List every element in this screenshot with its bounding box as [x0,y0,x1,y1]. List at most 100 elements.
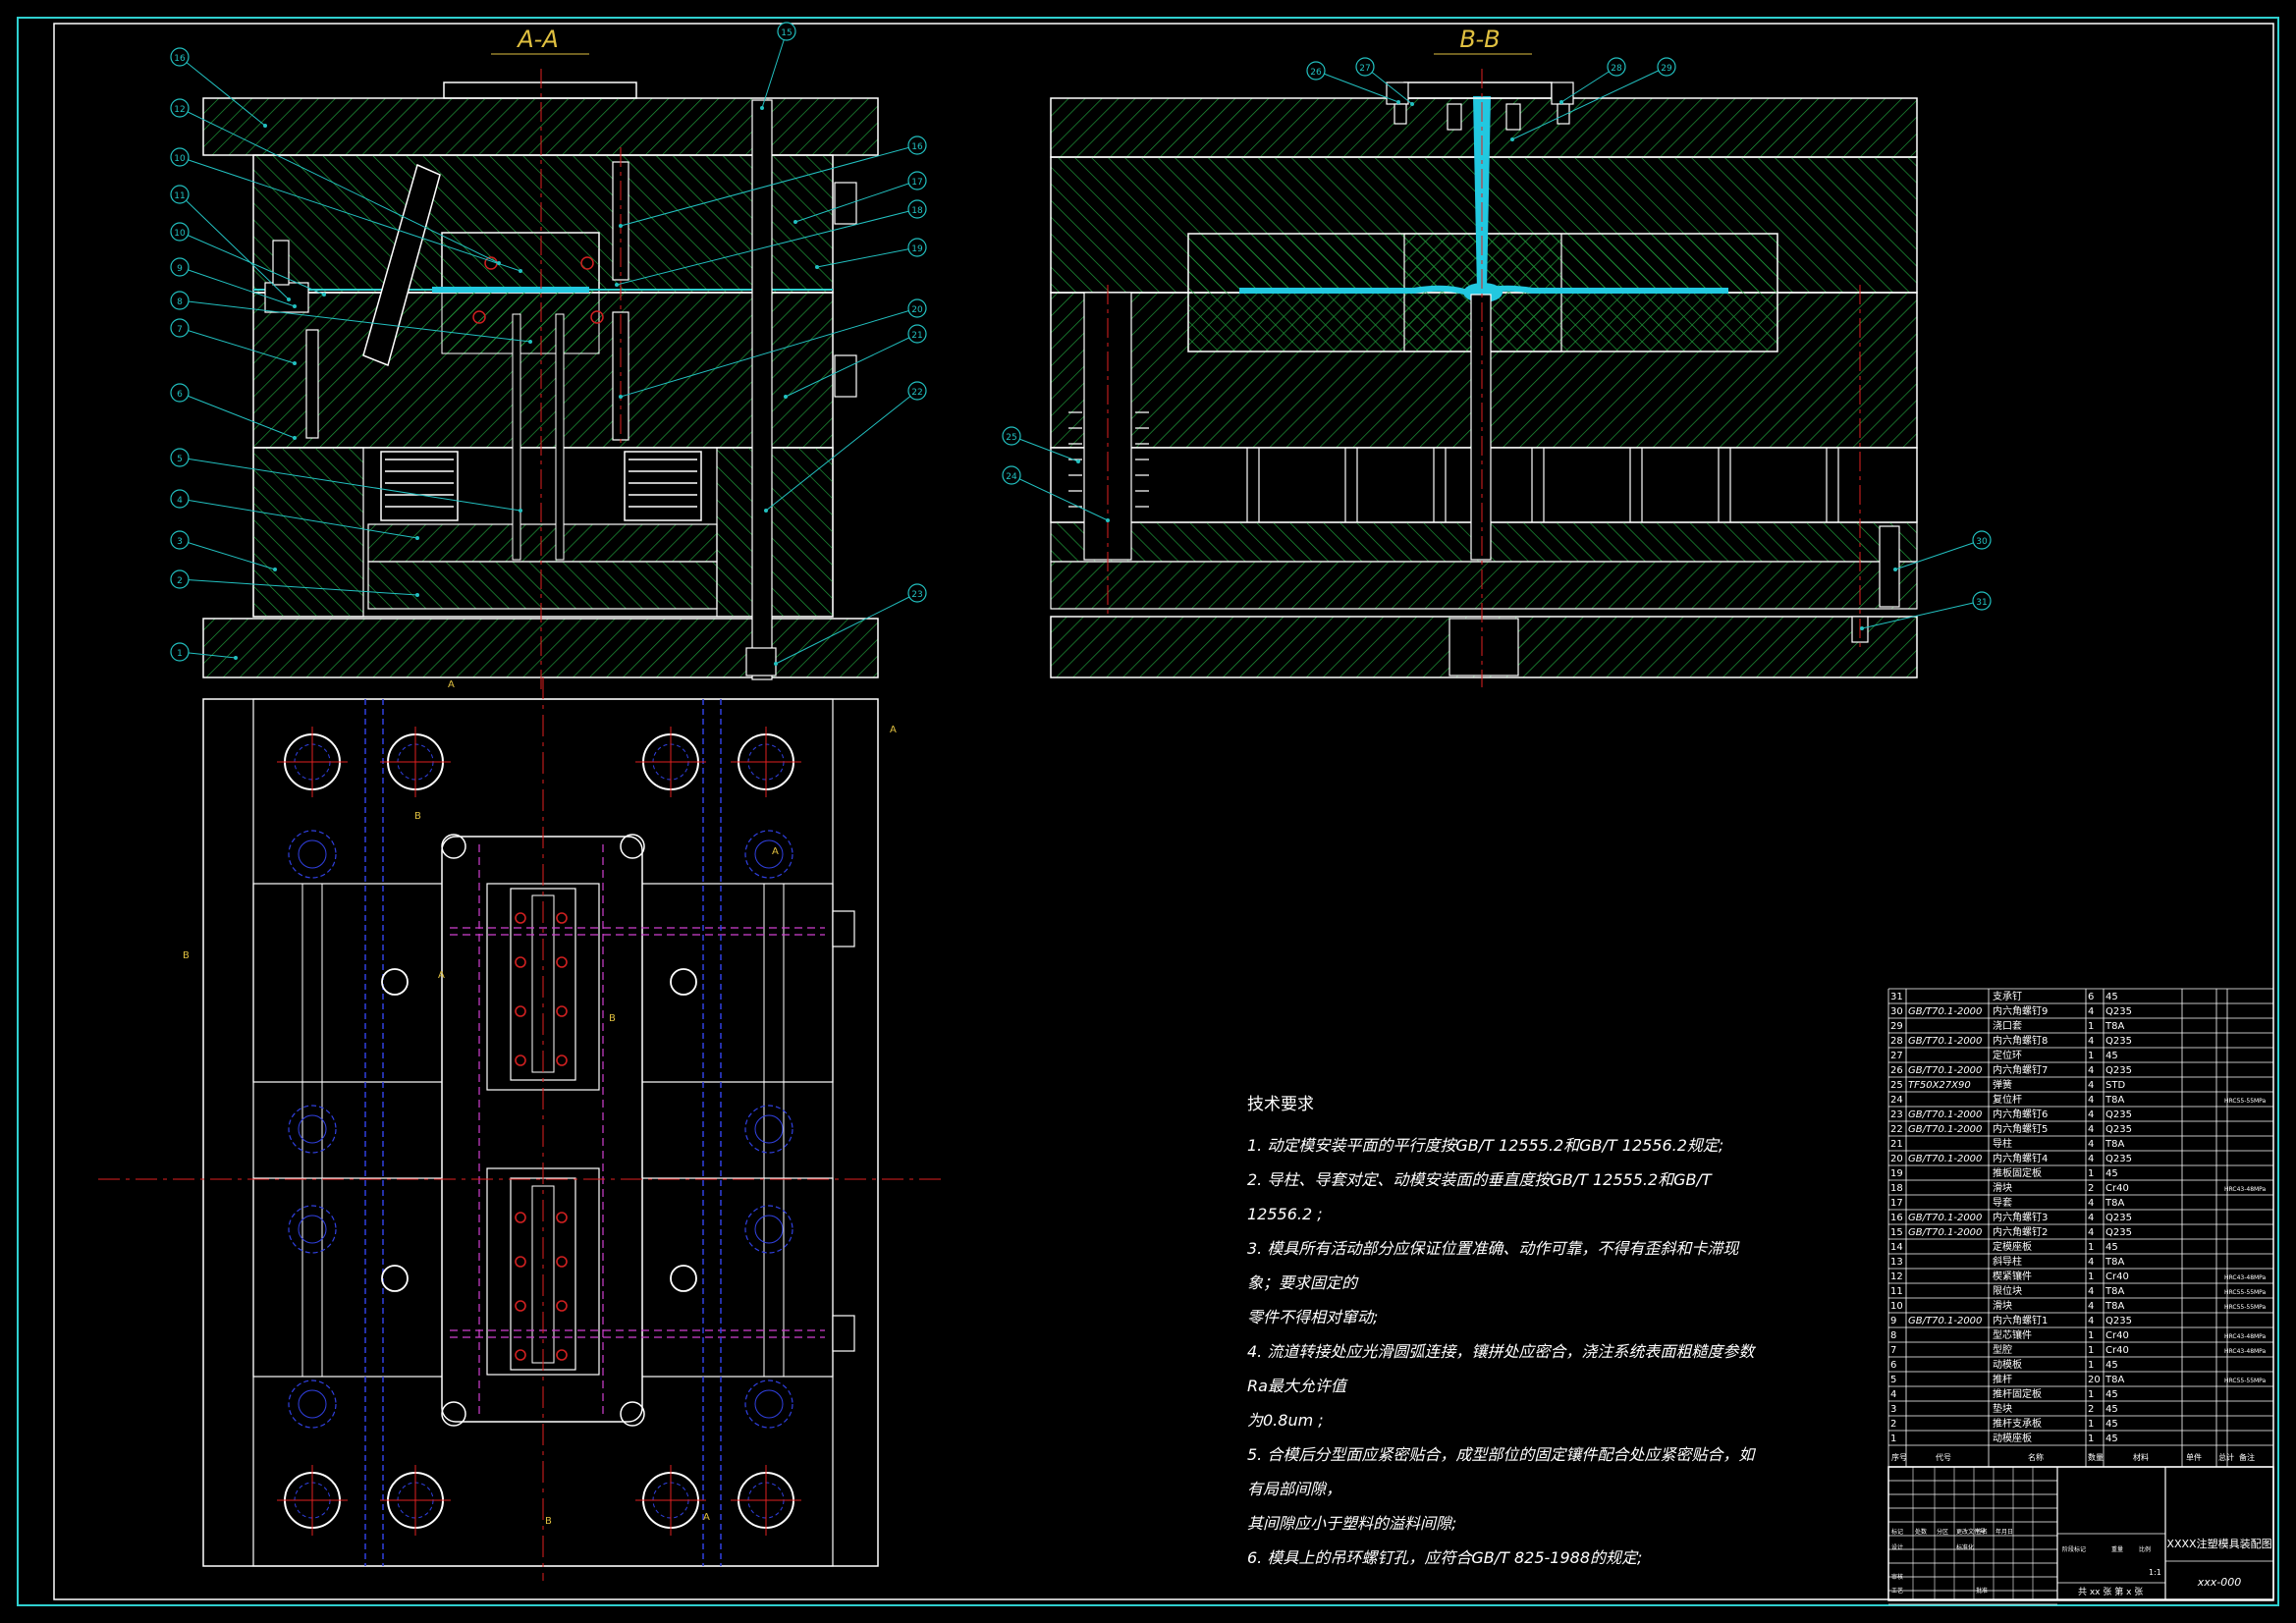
bom-cell: 内六角螺钉1 [1993,1314,2048,1326]
bom-cell: 18 [1890,1183,1903,1194]
bom-cell: 1 [2088,1434,2094,1444]
tech-item-1: 1. 动定模安装平面的平行度按GB/T 12555.2和GB/T 12556.2… [1247,1136,1724,1155]
bom-cell: GB/T70.1-2000 [1908,1227,1982,1238]
balloon-a-22 [907,381,927,401]
bom-cell: 复位杆 [1993,1093,2022,1106]
balloon-a-18-label: 18 [911,206,923,216]
bom-cell: Cr40 [2105,1330,2129,1341]
bom-cell: 4 [2088,1109,2094,1120]
balloon-b-26 [1306,61,1326,81]
bom-cell: 1 [2088,1021,2094,1032]
bom-cell: 4 [1890,1389,1896,1400]
bom-header-cell: 单件 [2186,1452,2202,1462]
title-block-label: 审核 [1891,1573,1903,1581]
balloon-left-9-label: 9 [177,264,183,274]
bom-cell: 4 [2088,1316,2094,1326]
bom-cell: HRC43-48MPa [2224,1274,2267,1281]
bom-cell: 型腔 [1993,1343,2012,1356]
bom-cell: T8A [2105,1139,2124,1150]
bom-header-cell: 数量 [2088,1452,2104,1462]
bom-cell: HRC43-48MPa [2224,1333,2267,1340]
balloon-left-10-label: 10 [174,154,186,164]
balloon-left-16 [170,47,190,67]
bom-cell: 4 [2088,1257,2094,1268]
bom-cell: 滑块 [1993,1182,2012,1194]
balloon-b-24-label: 24 [1006,472,1017,482]
bom-cell: 4 [2088,1080,2094,1091]
bom-cell: 12 [1890,1271,1903,1282]
balloon-a-22-label: 22 [911,388,922,398]
ejector-retainer [367,523,718,563]
balloon-b-27-label: 27 [1359,64,1370,74]
bom-cell: 5 [1890,1375,1896,1385]
bom-cell: Q235 [2105,1036,2132,1047]
bom-cell: 4 [2088,1213,2094,1223]
bom-cell: T8A [2105,1286,2124,1297]
bom-cell: GB/T70.1-2000 [1908,1154,1982,1164]
bom-cell: 24 [1890,1095,1903,1106]
bom-cell: HRC43-48MPa [2224,1186,2267,1193]
bom-cell: HRC43-48MPa [2224,1348,2267,1355]
balloon-left-8 [170,291,190,310]
title-block-label: 签名 [1976,1528,1988,1536]
bom-cell: 支承钉 [1993,991,2022,1002]
drawing-code: xxx-000 [2197,1576,2242,1589]
balloon-a-21 [907,324,927,344]
bom-cell: GB/T70.1-2000 [1908,1124,1982,1135]
bom-cell: 楔紧镶件 [1993,1270,2032,1282]
bom-cell: 1 [2088,1051,2094,1061]
bom-cell: 动模板 [1993,1358,2022,1371]
bom-cell: GB/T70.1-2000 [1908,1316,1982,1326]
balloon-left-2 [170,569,190,589]
bom-cell: 4 [2088,1095,2094,1106]
balloon-left-9 [170,257,190,277]
screw-hole [288,1105,337,1154]
bom-cell: 滑块 [1993,1300,2012,1312]
bom-cell: Q235 [2105,1124,2132,1135]
inner-frame [53,23,2274,1600]
bom-cell: 6 [1890,1360,1896,1371]
bom-cell: 26 [1890,1065,1903,1076]
bom-cell: 6 [2088,992,2094,1002]
bom-cell: 垫块 [1993,1402,2012,1415]
bom-cell: 9 [1890,1316,1896,1326]
section-mark: A [703,1512,710,1523]
bom-cell: T8A [2105,1301,2124,1312]
bom-cell: 2 [1890,1419,1896,1430]
bom-header-cell: 序号 [1891,1452,1907,1462]
section-mark: B [609,1013,616,1024]
bom-cell: 动模座板 [1993,1432,2032,1444]
bom-cell: Q235 [2105,1065,2132,1076]
bom-cell: 45 [2105,1051,2118,1061]
bom-cell: 45 [2105,1168,2118,1179]
bom-cell: 4 [2088,1154,2094,1164]
bom-cell: 内六角螺钉4 [1993,1152,2048,1164]
section-mark: A [772,846,779,857]
screw-hole [288,1205,337,1254]
tech-item-2: 2. 导柱、导套对定、动模安装面的垂直度按GB/T 12555.2和GB/T 1… [1247,1170,1712,1223]
balloon-left-1-label: 1 [177,649,183,659]
bom-cell: 45 [2105,1419,2118,1430]
balloon-left-3 [170,530,190,550]
bom-cell: 1 [2088,1419,2094,1430]
balloon-b-27 [1355,57,1375,77]
bom-cell: 型芯镶件 [1993,1328,2032,1341]
bom-cell: 45 [2105,1360,2118,1371]
section-mark: A [438,970,445,981]
bom-cell: 导套 [1993,1196,2012,1209]
bom-cell: 1 [2088,1330,2094,1341]
title-block-label: 批准 [1976,1587,1988,1595]
balloon-a-20 [907,298,927,318]
bom-cell: 内六角螺钉6 [1993,1108,2048,1120]
tech-item-3: 3. 模具所有活动部分应保证位置准确、动作可靠，不得有歪斜和卡滞现象；要求固定的… [1247,1239,1739,1326]
bom-cell: Q235 [2105,1213,2132,1223]
bom-header-cell: 名称 [2028,1452,2044,1462]
drawing-scale: 1:1 [2149,1568,2161,1577]
section-mark: B [545,1516,552,1527]
bom-cell: 20 [1890,1154,1903,1164]
bom-cell: 推杆 [1993,1373,2012,1385]
bom-cell: T8A [2105,1375,2124,1385]
balloon-b-29 [1657,57,1676,77]
